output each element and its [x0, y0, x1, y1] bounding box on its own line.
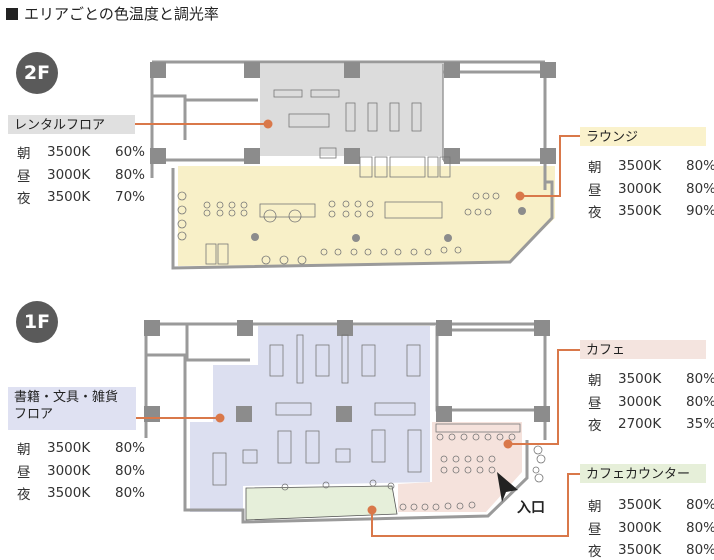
lighting-cell: 夜 — [588, 418, 602, 435]
seat-grid — [203, 200, 374, 218]
lighting-cell: 3500K — [618, 203, 662, 220]
cafe-seats — [281, 433, 546, 511]
lighting-cell: 3500K — [618, 158, 662, 175]
lighting-row: 朝 3500K 80% — [17, 437, 145, 460]
lighting-cell: 朝 — [588, 499, 602, 516]
area-label-cafe: カフェ — [580, 340, 706, 359]
lighting-cell: 夜 — [17, 487, 31, 504]
lighting-cell: 昼 — [17, 464, 31, 481]
lighting-row: 夜 2700K 35% — [588, 413, 714, 436]
lighting-cell: 80% — [114, 462, 145, 479]
lighting-cell: 3500K — [47, 144, 91, 161]
lighting-row: 朝 3500K 80% — [588, 368, 714, 391]
floor-badge-1f: 1F — [16, 301, 58, 343]
lighting-cell: 3500K — [618, 542, 662, 559]
area-label-books: 書籍・文具・雑貨フロア — [8, 387, 136, 430]
zone-books — [190, 326, 430, 512]
zone-cafe — [398, 422, 522, 512]
lighting-row: 昼 3000K 80% — [17, 460, 145, 483]
lighting-cell: 3000K — [618, 393, 662, 410]
lighting-cell: 3000K — [47, 462, 91, 479]
lighting-row: 昼 3000K 80% — [588, 178, 714, 201]
lighting-cell: 夜 — [17, 191, 31, 208]
lighting-cell: 80% — [114, 485, 145, 502]
lighting-cell: 3500K — [47, 485, 91, 502]
lighting-cell: 35% — [685, 416, 714, 433]
lighting-cell: 3500K — [618, 371, 662, 388]
lighting-cell: 朝 — [588, 373, 602, 390]
lighting-row: 夜 3500K 90% — [588, 200, 714, 223]
diagram-title: エリアごとの色温度と調光率 — [6, 3, 219, 24]
lighting-cell: 80% — [685, 180, 714, 197]
lighting-table-lounge: 朝 3500K 80% 昼 3000K 80% 夜 3500K 90% — [588, 155, 714, 223]
zone-rental — [260, 64, 443, 156]
lighting-cell: 3000K — [47, 166, 91, 183]
lighting-cell: 3500K — [47, 440, 91, 457]
lighting-table-cafe-counter: 朝 3500K 80% 昼 3000K 80% 夜 3500K 80% — [588, 494, 714, 560]
lighting-cell: 3000K — [618, 519, 662, 536]
lighting-cell: 80% — [685, 542, 714, 559]
lighting-row: 朝 3500K 60% — [17, 141, 145, 164]
floor-plan-2f — [150, 60, 556, 270]
lighting-cell: 昼 — [588, 182, 602, 199]
lighting-cell: 80% — [114, 440, 145, 457]
lighting-cell: 昼 — [588, 521, 602, 538]
lighting-cell: 昼 — [588, 395, 602, 412]
zone-counter — [245, 485, 398, 521]
lighting-cell: 2700K — [618, 416, 662, 433]
lighting-cell: 3500K — [47, 189, 91, 206]
lighting-cell: 80% — [685, 158, 714, 175]
lighting-row: 朝 3500K 80% — [588, 494, 714, 517]
title-text: エリアごとの色温度と調光率 — [24, 5, 219, 23]
lighting-table-rental: 朝 3500K 60% 昼 3000K 80% 夜 3500K 70% — [17, 141, 145, 209]
lighting-cell: 昼 — [17, 168, 31, 185]
lighting-cell: 80% — [685, 519, 714, 536]
lighting-row: 昼 3000K 80% — [17, 164, 145, 187]
lighting-cell: 朝 — [17, 146, 31, 163]
lighting-cell: 3000K — [618, 180, 662, 197]
lighting-cell: 夜 — [588, 544, 602, 560]
lighting-cell: 80% — [685, 393, 714, 410]
leader-lines — [135, 119, 580, 537]
lighting-cell: 夜 — [588, 205, 602, 222]
floor-plan-1f — [144, 320, 550, 524]
lighting-cell: 90% — [685, 203, 714, 220]
lighting-cell: 朝 — [17, 442, 31, 459]
lighting-cell: 80% — [685, 371, 714, 388]
lighting-cell: 80% — [114, 166, 145, 183]
lighting-row: 夜 3500K 70% — [17, 186, 145, 209]
lighting-cell: 70% — [114, 189, 145, 206]
lighting-cell: 80% — [685, 497, 714, 514]
lighting-table-cafe: 朝 3500K 80% 昼 3000K 80% 夜 2700K 35% — [588, 368, 714, 436]
lighting-cell: 60% — [114, 144, 145, 161]
lighting-row: 昼 3000K 80% — [588, 517, 714, 540]
title-square-icon — [6, 7, 18, 20]
area-label-rental: レンタルフロア — [8, 115, 135, 134]
floor-badge-2f: 2F — [16, 52, 58, 94]
lighting-row: 朝 3500K 80% — [588, 155, 714, 178]
lighting-row: 夜 3500K 80% — [17, 482, 145, 505]
lighting-cell: 3500K — [618, 497, 662, 514]
zone-lounge — [178, 166, 555, 266]
area-label-lounge: ラウンジ — [580, 127, 706, 146]
entrance-arrow-icon — [497, 472, 518, 502]
lighting-row: 夜 3500K 80% — [588, 539, 714, 560]
area-label-cafe-counter: カフェカウンター — [580, 464, 706, 483]
lighting-table-books: 朝 3500K 80% 昼 3000K 80% 夜 3500K 80% — [17, 437, 145, 505]
lighting-cell: 朝 — [588, 160, 602, 177]
entrance-label: 入口 — [517, 500, 545, 516]
lighting-row: 昼 3000K 80% — [588, 391, 714, 414]
